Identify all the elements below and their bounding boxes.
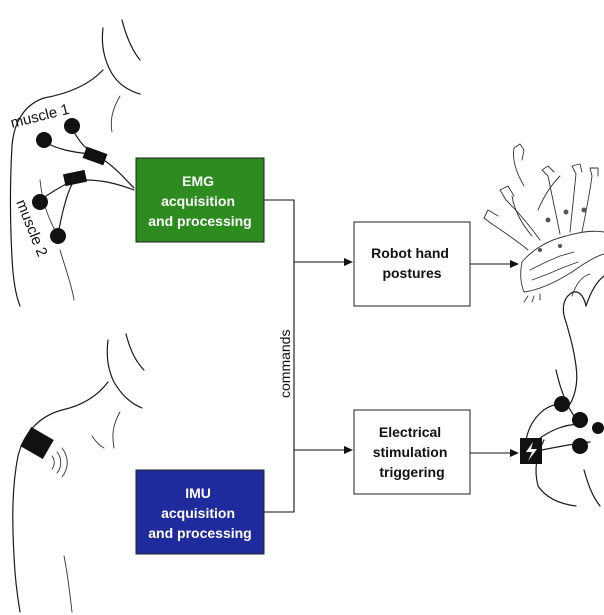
- emg-line-1: EMG: [182, 173, 214, 189]
- human-hand-icon: [535, 273, 604, 507]
- muscle-1-label: muscle 1: [9, 101, 71, 132]
- electrode-2b: [50, 228, 66, 244]
- electrode-2a: [32, 194, 48, 210]
- svg-text:IMU acquisition an: IMU acquisition and processing: [148, 485, 251, 541]
- electrical-stimulation-box: Electrical stimulation triggering: [353, 409, 471, 495]
- stim-line-2: stimulation: [373, 444, 448, 460]
- commands-label: commands: [277, 330, 293, 398]
- stim-line-1: Electrical: [379, 424, 441, 440]
- robot-hand-icon: [483, 143, 604, 303]
- imu-line-3: and processing: [148, 525, 251, 541]
- imu-processing-box: IMU acquisition and processing: [135, 469, 265, 555]
- emg-amplifier-1: [82, 146, 108, 166]
- electrode-1a: [36, 132, 52, 148]
- robot-line-1: Robot hand: [371, 245, 449, 261]
- emg-processing-box: EMG acquisition and processing: [135, 157, 265, 243]
- imu-line-2: acquisition: [161, 505, 235, 521]
- emg-line-3: and processing: [148, 213, 251, 229]
- upper-body-sketch-emg: [9, 19, 141, 307]
- electrode-1b: [64, 118, 80, 134]
- svg-text:Electrical stimulation: Electrical stimulation triggering: [373, 424, 452, 480]
- svg-text:Robot hand postures: Robot hand postures: [371, 245, 453, 281]
- upper-body-sketch-imu: [12, 333, 145, 613]
- imu-line-1: IMU: [185, 485, 211, 501]
- lightning-bolt-icon: [520, 438, 542, 464]
- robot-hand-postures-box: Robot hand postures: [353, 221, 471, 307]
- emg-amplifier-2: [62, 169, 88, 187]
- emg-line-2: acquisition: [161, 193, 235, 209]
- svg-text:EMG acquisition an: EMG acquisition and processing: [148, 173, 251, 229]
- connector-lines: [264, 199, 519, 513]
- stim-line-3: triggering: [379, 464, 444, 480]
- emg-electrodes: [32, 118, 135, 244]
- imu-sensor-icon: [20, 426, 68, 478]
- robot-line-2: postures: [382, 265, 441, 281]
